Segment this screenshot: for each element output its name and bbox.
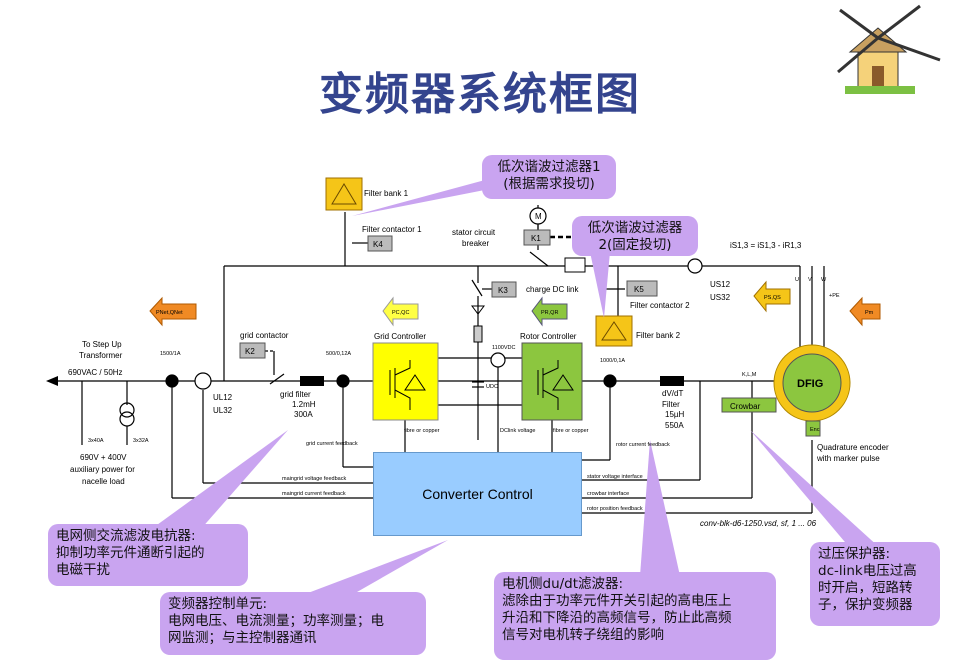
encoder-label-2: with marker pulse [816, 454, 880, 463]
aux-power-label-3: nacelle load [82, 477, 125, 486]
callout-crowbar: 过压保护器: dc-link电压过高 时开启，短路转 子，保护变频器 [810, 542, 940, 626]
rotor-current-feedback-label: rotor current feedback [616, 442, 670, 448]
crowbar-interface-label: crowbar interface [587, 491, 629, 497]
k4-label: K4 [373, 240, 383, 249]
filter-bank-2-label: Filter bank 2 [636, 331, 681, 340]
p-rotor-arrow [531, 296, 568, 327]
dfig-generator [773, 344, 851, 437]
udc-label: UDC [486, 384, 498, 390]
dvdt-label: dV/dT [662, 389, 683, 398]
windmill-logo [837, 4, 941, 94]
phase-u-label: U [795, 277, 799, 283]
motor-label: M [535, 212, 542, 221]
callout-control-unit: 变频器控制单元: 电网电压、电流测量；功率测量；电 网监测；与主控制器通讯 [160, 592, 426, 655]
encoder-label: Quadrature encoder [817, 443, 889, 452]
grid-filter-label: grid filter [280, 390, 311, 399]
fuse-2-label: 3x32A [133, 438, 149, 444]
phase-v-label: V [808, 277, 812, 283]
k2-contactor [239, 342, 266, 359]
converter-control-box: Converter Control [373, 452, 582, 536]
grid-filter-current: 300A [294, 410, 313, 419]
k5-label: K5 [634, 285, 644, 294]
p-rotor-label: PR,QR [541, 310, 558, 316]
maingrid-voltage-feedback-label: maingrid voltage feedback [282, 476, 346, 482]
callout-filter-1: 低次谐波过滤器1 (根据需求投切) [482, 155, 616, 199]
fuse-1-label: 3x40A [88, 438, 104, 444]
ul32-label: UL32 [213, 406, 233, 415]
dvdt-current: 550A [665, 421, 684, 430]
step-up-label: To Step Up [82, 340, 122, 349]
filter-contactor-1-label: Filter contactor 1 [362, 225, 422, 234]
grid-filter-inductance: 1.2mH [292, 400, 316, 409]
grid-controller [372, 342, 439, 421]
p-net-arrow [149, 296, 197, 327]
p-stator-arrow [753, 280, 791, 313]
grid-current-feedback-label: grid current feedback [306, 441, 358, 447]
p-grid-arrow [382, 296, 419, 327]
file-reference: conv-blk-d6-1250.vsd, sf, 1 ... 06 [700, 519, 817, 528]
crowbar-label: Crowbar [730, 402, 761, 411]
filter-bank-1-label: Filter bank 1 [364, 189, 409, 198]
ul12-label: UL12 [213, 393, 233, 402]
k3-label: K3 [498, 286, 508, 295]
stator-breaker-label: stator circuit [452, 228, 496, 237]
fibre-copper-label-1: fibre or copper [404, 428, 440, 434]
rotor-controller [521, 342, 583, 421]
dclink-voltage-label: DClink voltage [500, 428, 535, 434]
aux-power-label: 690V + 400V [80, 453, 127, 462]
grid-controller-label: Grid Controller [374, 332, 426, 341]
step-up-label-2: Transformer [79, 351, 123, 360]
callout-dudt-filter: 电机侧du/dt滤波器: 滤除由于功率元件开关引起的高电压上 升沿和下降沿的高频… [494, 572, 776, 660]
dfig-label: DFIG [797, 378, 823, 390]
dvdt-inductance: 15µH [665, 410, 685, 419]
dc-sensor-label: 1100VDC [492, 345, 515, 351]
rotor-position-feedback-label: rotor position feedback [587, 506, 643, 512]
pe-label: +PE [829, 293, 840, 299]
encoder-box-label: Enc [810, 427, 820, 433]
filter-bank-2 [595, 315, 633, 347]
k5-contactor [626, 280, 658, 297]
current-equation: iS1,3 = iS1,3 - iR1,3 [730, 241, 802, 250]
stator-breaker-label-2: breaker [462, 239, 489, 248]
grid-contactor-label: grid contactor [240, 331, 289, 340]
p-grid-label: PC,QC [392, 310, 409, 316]
stator-voltage-interface-label: stator voltage interface [587, 474, 643, 480]
filter-contactor-2-label: Filter contactor 2 [630, 301, 690, 310]
p-stator-label: PS,QS [764, 295, 781, 301]
p-mech-label: Pm [865, 310, 874, 316]
p-net-label: PNet,QNet [156, 310, 183, 316]
callout-filter-2: 低次谐波过滤器 2(固定投切) [572, 216, 698, 256]
k2-label: K2 [245, 347, 255, 356]
fibre-copper-label-2: fibre or copper [553, 428, 589, 434]
k1-contactor [523, 229, 551, 246]
filter-bank-1 [325, 177, 363, 211]
maingrid-current-feedback-label: maingrid current feedback [282, 491, 346, 497]
ct-3-label: 1000/0,1A [600, 358, 625, 364]
charge-dc-link-label: charge DC link [526, 285, 579, 294]
ct-2-label: 500/0,12A [326, 351, 351, 357]
us12-label: US12 [710, 280, 731, 289]
phase-w-label: W [821, 277, 827, 283]
k3-contactor [491, 281, 517, 298]
rotor-controller-label: Rotor Controller [520, 332, 577, 341]
dvdt-label-2: Filter [662, 400, 680, 409]
ct-1-label: 1500/1A [160, 351, 181, 357]
callout-grid-reactor: 电网侧交流滤波电抗器: 抑制功率元件通断引起的 电磁干扰 [48, 524, 248, 586]
p-mech-arrow [849, 296, 881, 327]
page-title: 变频器系统框图 [319, 69, 641, 120]
grid-voltage-label: 690VAC / 50Hz [68, 368, 123, 377]
k4-contactor [367, 235, 393, 252]
us32-label: US32 [710, 293, 731, 302]
klm-label: K,L,M [742, 372, 757, 378]
crowbar-box [721, 397, 777, 413]
aux-power-label-2: auxiliary power for [70, 465, 135, 474]
k1-label: K1 [531, 234, 541, 243]
